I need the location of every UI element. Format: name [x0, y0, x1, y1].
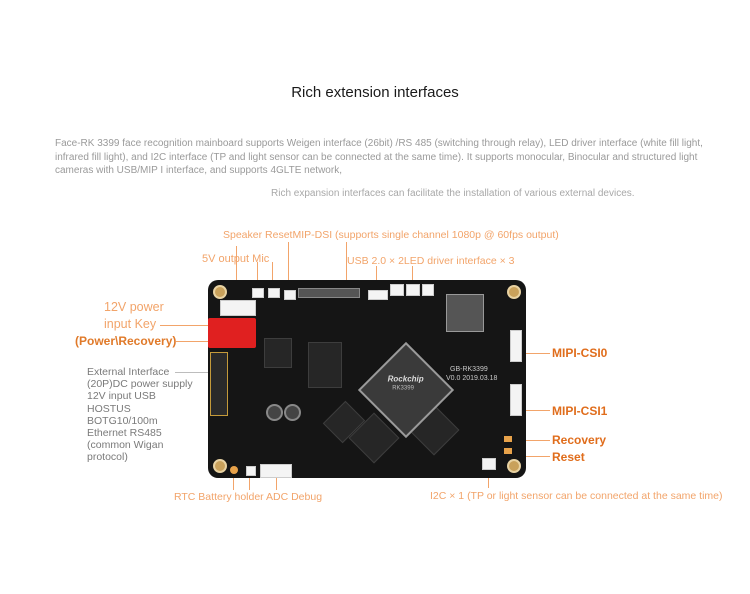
subtitle-text: Rich expansion interfaces can facilitate… — [271, 188, 635, 199]
leader-line — [236, 246, 237, 296]
mipi-csi1-connector — [510, 384, 522, 416]
external-header — [210, 352, 228, 416]
label-i2c: I2C × 1 (TP or light sensor can be conne… — [430, 490, 723, 502]
label-12v-power: 12V power — [104, 300, 164, 314]
mounting-hole — [507, 459, 521, 473]
soc-brand: Rockchip — [387, 374, 424, 384]
leader-line — [346, 242, 347, 288]
label-speaker-mipi-dsi: Speaker ResetMIP-DSI (supports single ch… — [223, 229, 559, 241]
label-recovery: Recovery — [552, 433, 607, 447]
usb-connector — [368, 290, 388, 300]
led-connector — [406, 284, 420, 296]
adc-connector — [246, 466, 256, 476]
capacitor — [266, 404, 283, 421]
label-input-key: input Key — [104, 317, 157, 331]
leader-line — [249, 470, 250, 490]
leader-line — [520, 410, 550, 411]
label-reset: Reset — [552, 450, 585, 464]
label-mipi-csi0: MIPI-CSI0 — [552, 346, 608, 360]
reset-button — [504, 448, 512, 454]
power-connector — [208, 318, 256, 348]
mipi-dsi-connector — [298, 288, 360, 298]
memory-chip — [308, 342, 342, 388]
section-title: Rich extension interfaces — [291, 84, 459, 101]
chip — [264, 338, 292, 368]
leader-line — [272, 262, 273, 292]
capacitor — [284, 404, 301, 421]
board-model: GB-RK3399 — [450, 366, 488, 373]
label-external-interface: External Interface (20P)DC power supply … — [87, 366, 193, 464]
network-module — [446, 294, 484, 332]
leader-line — [516, 440, 550, 441]
label-usb-led: USB 2.0 × 2LED driver interface × 3 — [347, 255, 515, 267]
leader-line — [276, 470, 277, 490]
recovery-button — [504, 436, 512, 442]
mounting-hole — [213, 285, 227, 299]
description-text: Face-RK 3399 face recognition mainboard … — [55, 138, 703, 176]
mic-connector — [252, 288, 264, 298]
leader-line — [233, 470, 234, 490]
label-mipi-csi1: MIPI-CSI1 — [552, 404, 608, 418]
leader-line — [516, 456, 550, 457]
leader-line — [520, 353, 550, 354]
leader-line — [288, 242, 289, 292]
leader-line — [175, 372, 211, 373]
rtc-battery-holder — [230, 466, 238, 474]
i2c-connector — [482, 458, 496, 470]
led-connector — [422, 284, 434, 296]
label-rtc-adc-debug: RTC Battery holder ADC Debug — [174, 491, 323, 503]
label-5v-mic: 5V output Mic — [202, 253, 270, 265]
debug-connector — [260, 464, 292, 478]
soc-model: RK3399 — [392, 385, 414, 392]
led-connector — [390, 284, 404, 296]
mounting-hole — [507, 285, 521, 299]
mipi-csi0-connector — [510, 330, 522, 362]
leader-line — [257, 262, 258, 292]
speaker-connector — [220, 300, 256, 316]
leader-line — [376, 266, 377, 290]
leader-line — [160, 325, 208, 326]
label-power-recovery: (Power\Recovery) — [75, 334, 177, 348]
mounting-hole — [213, 459, 227, 473]
reset-connector — [284, 290, 296, 300]
leader-line — [412, 266, 413, 286]
board-version: V0.0 2019.03.18 — [446, 375, 498, 382]
connector — [268, 288, 280, 298]
mainboard: Rockchip RK3399 GB-RK3399 V0.0 2019.03.1… — [208, 280, 526, 478]
leader-line — [176, 341, 210, 342]
